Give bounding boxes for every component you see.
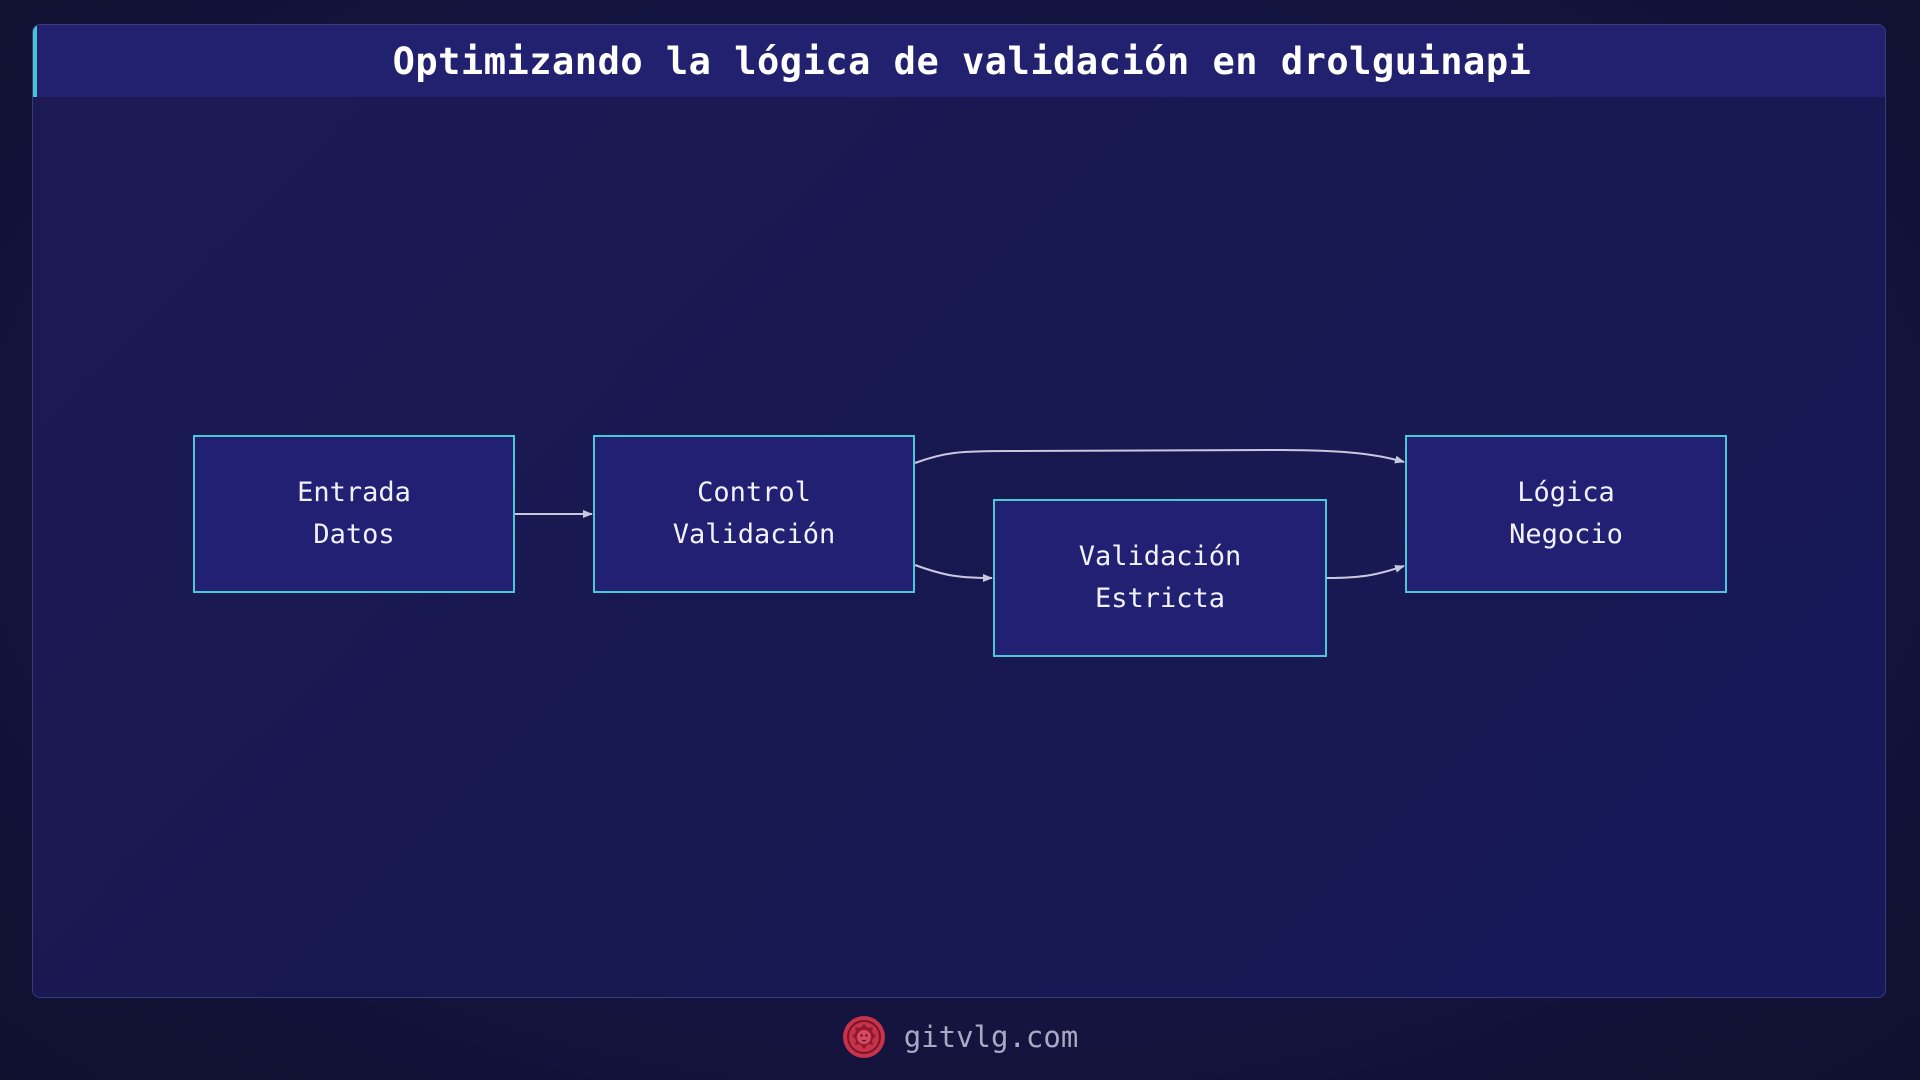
page-title: Optimizando la lógica de validación en d… <box>392 39 1532 83</box>
node-entrada-datos: Entrada Datos <box>193 435 515 593</box>
title-bar: Optimizando la lógica de validación en d… <box>33 25 1885 97</box>
footer: gitvlg.com <box>0 1010 1920 1064</box>
footer-site-link[interactable]: gitvlg.com <box>903 1020 1079 1054</box>
edge-control-to-negocio <box>914 448 1405 464</box>
edge-estricta-to-negocio <box>1326 565 1405 579</box>
node-logica-negocio: Lógica Negocio <box>1405 435 1727 593</box>
edge-control-to-estricta <box>914 564 993 582</box>
node-validacion-estricta: Validación Estricta <box>993 499 1327 657</box>
node-control-validacion: Control Validación <box>593 435 915 593</box>
lion-logo-icon <box>842 1016 885 1058</box>
